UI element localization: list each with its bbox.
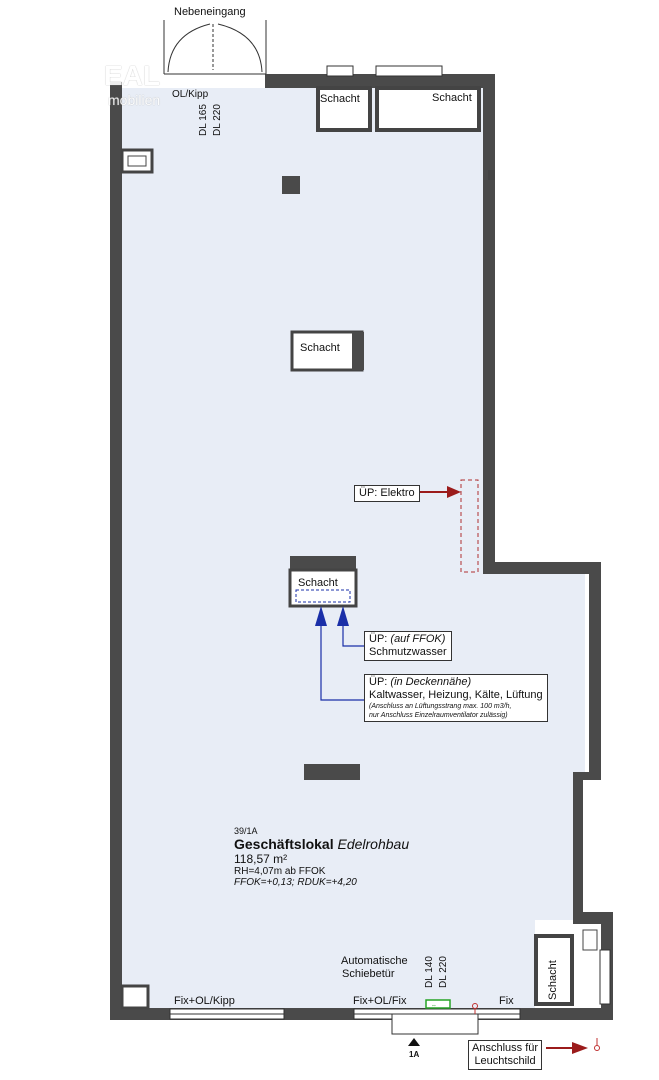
- floor-area: [120, 88, 585, 1012]
- label-dl140: DL 140: [424, 956, 435, 988]
- label-dl165: DL 165: [198, 104, 209, 136]
- label-shaft-center: Schacht: [300, 342, 340, 354]
- watermark-subtitle: mobilien: [108, 92, 161, 108]
- label-section-marker: 1A: [409, 1050, 420, 1059]
- label-auto-door-1: Automatische: [341, 955, 408, 967]
- unit-title-block: 39/1A Geschäftslokal Edelrohbau 118,57 m…: [234, 826, 409, 888]
- up-ceiling-note: (in Deckennähe): [390, 676, 472, 688]
- up-ffok-prefix: ÜP:: [369, 633, 388, 645]
- side-entrance-door: [163, 20, 267, 75]
- sign-connection-line2: Leuchtschild: [474, 1055, 536, 1067]
- label-shaft-lower: Schacht: [298, 577, 338, 589]
- sign-connection-line1: Anschluss für: [472, 1042, 539, 1054]
- label-ol-kipp: OL/Kipp: [172, 89, 209, 100]
- label-shaft-top-right: Schacht: [432, 92, 472, 104]
- label-up-elektro: ÜP: Elektro: [354, 485, 420, 502]
- services-note-1: (Anschluss an Lüftungsstrang max. 100 m3…: [369, 703, 512, 710]
- top-shafts: [316, 86, 481, 132]
- unit-area: 118,57 m²: [234, 852, 288, 866]
- services-note-2: nur Anschluss Einzelraumventilator zuläs…: [369, 712, 508, 719]
- label-shaft-top-left: Schacht: [320, 93, 360, 105]
- label-services: ÜP: (in Deckennähe) Kaltwasser, Heizung,…: [364, 674, 548, 722]
- up-ceiling-prefix: ÜP:: [369, 676, 388, 688]
- unit-room-height: RH=4,07m ab FFOK: [234, 866, 326, 877]
- blue-arrows: [320, 622, 366, 701]
- svg-text:⇔: ⇔: [431, 1003, 437, 1009]
- unit-state: Edelrohbau: [337, 836, 410, 852]
- watermark-logo: EAL: [104, 60, 160, 91]
- up-ffok-note: (auf FFOK): [390, 633, 446, 645]
- services-text: Kaltwasser, Heizung, Kälte, Lüftung: [369, 689, 543, 701]
- unit-levels: FFOK=+0,13; RDUK=+4,20: [234, 877, 357, 888]
- unit-name: Geschäftslokal Edelrohbau: [234, 836, 410, 852]
- label-waste-water: ÜP: (auf FFOK) Schmutzwasser: [364, 631, 452, 661]
- label-fix-ol-fix: Fix+OL/Fix: [353, 995, 407, 1007]
- bottom-windows: [169, 1008, 521, 1035]
- label-fix-ol-kipp: Fix+OL/Kipp: [174, 995, 235, 1007]
- label-fix: Fix: [499, 995, 514, 1007]
- label-shaft-bottom-right: Schacht: [547, 960, 559, 1000]
- waste-water-text: Schmutzwasser: [369, 646, 447, 658]
- label-side-entrance: Nebeneingang: [174, 6, 246, 18]
- label-auto-door-2: Schiebetür: [342, 968, 395, 980]
- label-dl220-bottom: DL 220: [438, 956, 449, 988]
- label-sign-connection: Anschluss für Leuchtschild: [468, 1040, 543, 1070]
- label-dl220-top: DL 220: [212, 104, 223, 136]
- unit-code: 39/1A: [234, 826, 258, 836]
